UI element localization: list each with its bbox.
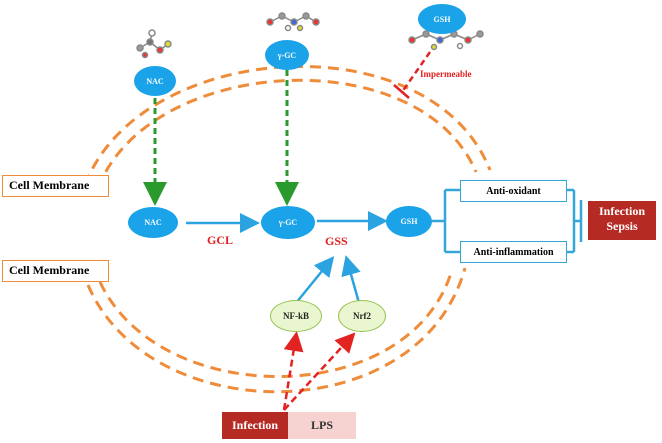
nac-outer-label: NAC (146, 76, 164, 86)
infection-lps-bar: Infection LPS (222, 412, 356, 439)
membrane-label-bottom-text: Cell Membrane (9, 263, 90, 277)
membrane-inner-top (96, 78, 478, 189)
infection-to-nrf2-arrow (283, 332, 356, 411)
anti-oxidant-box: Anti-oxidant (460, 180, 567, 202)
infection-label: Infection (222, 412, 288, 439)
gsh-outer-label: GSH (433, 14, 451, 24)
membrane-label-top-text: Cell Membrane (9, 178, 90, 192)
effects-bracket (426, 188, 583, 254)
membrane-outer-top (83, 65, 492, 186)
anti-oxidant-label: Anti-oxidant (486, 185, 541, 197)
nac-outer-node: NAC (134, 66, 176, 96)
membrane-outer-bottom (86, 267, 467, 394)
nfkb-label: NF-kB (282, 311, 309, 321)
gss-label: GSS (325, 234, 348, 248)
nrf2-label: Nrf2 (353, 311, 371, 321)
gsh-outer-node: GSH (418, 4, 466, 34)
nac-molecule-icon (136, 29, 172, 59)
nfkb-to-gss-arrow (295, 256, 335, 304)
nrf2-node: Nrf2 (338, 300, 386, 332)
gsh-inner-label: GSH (400, 217, 418, 226)
membrane-label-top: Cell Membrane (2, 175, 109, 197)
gsh-molecule-icon (408, 30, 484, 51)
gsh-blocked-line (400, 51, 432, 93)
membrane-inner-bottom (98, 269, 454, 378)
gsh-block-bar (393, 84, 410, 99)
nac-inner-label: NAC (144, 218, 162, 227)
anti-inflammation-label: Anti-inflammation (473, 246, 554, 258)
gcl-label: GCL (207, 233, 234, 247)
gc-outer-node: γ-GC (265, 40, 309, 70)
gc-inner-label: γ-GC (278, 218, 298, 227)
gc-outer-label: γ-GC (277, 50, 297, 60)
gc-molecule-icon (266, 12, 320, 32)
impermeable-label: Impermeable (420, 69, 472, 79)
nfkb-node: NF-kB (270, 300, 322, 332)
infection-to-nfkb-arrow (282, 331, 304, 411)
infection-sepsis-label: Infection Sepsis (599, 204, 645, 233)
nrf2-to-gss-arrow (341, 255, 361, 304)
anti-inflammation-box: Anti-inflammation (460, 241, 567, 263)
lps-label: LPS (288, 412, 356, 439)
nac-inner-node: NAC (128, 207, 178, 238)
infection-sepsis-box: Infection Sepsis (588, 201, 656, 240)
gc-inner-node: γ-GC (261, 206, 315, 239)
membrane-label-bottom: Cell Membrane (2, 260, 109, 282)
gsh-inner-node: GSH (386, 206, 432, 237)
